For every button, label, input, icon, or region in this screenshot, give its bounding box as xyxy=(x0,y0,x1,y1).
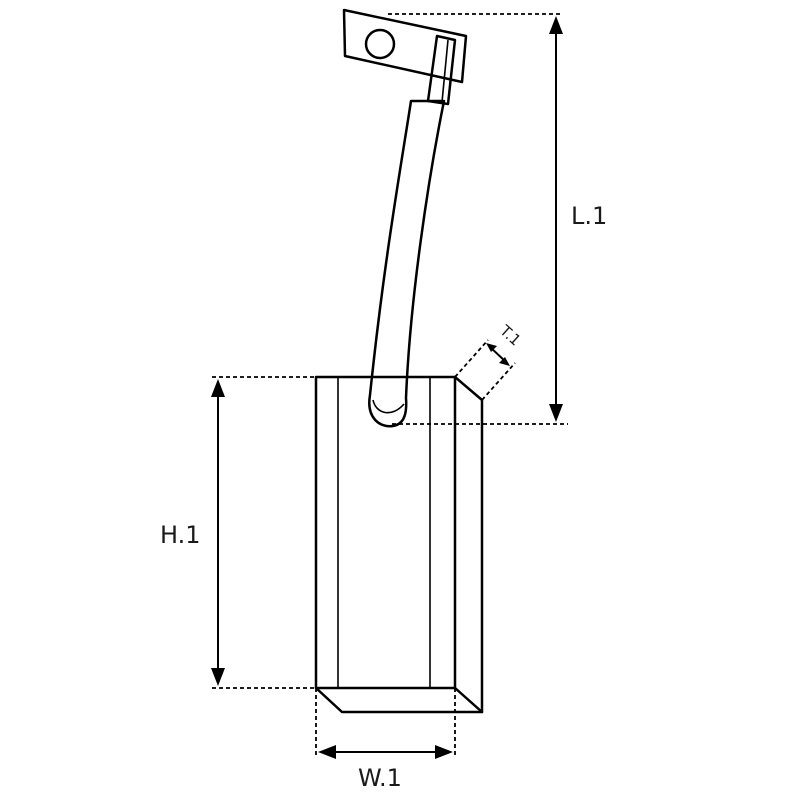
h1-label-bg xyxy=(156,514,208,550)
h1-arrow-bottom xyxy=(211,668,225,686)
dimension-w1: W.1 xyxy=(315,688,456,792)
l1-arrow-bottom xyxy=(549,404,563,422)
dimension-h1: H.1 xyxy=(156,376,316,689)
w1-label: W.1 xyxy=(358,764,402,792)
shunt-wire xyxy=(368,99,446,428)
brush-side-face xyxy=(453,375,484,714)
brush-bottom-face xyxy=(314,686,484,714)
t1-arrow-left xyxy=(486,343,497,352)
lug-crimp xyxy=(426,34,457,106)
lead-tube xyxy=(368,99,446,428)
lug-crimp-edge xyxy=(441,39,449,103)
h1-label: H.1 xyxy=(160,521,201,549)
t1-arrow-right xyxy=(499,357,510,366)
w1-arrow-left xyxy=(318,745,336,759)
t1-right-extension xyxy=(481,362,516,401)
h1-arrow-top xyxy=(211,379,225,397)
t1-left-extension xyxy=(454,339,489,378)
l1-label: L.1 xyxy=(571,202,607,230)
brush-front-face xyxy=(314,375,457,690)
lead-tip-curve xyxy=(372,399,405,414)
l1-label-bg xyxy=(568,196,618,232)
w1-arrow-right xyxy=(435,745,453,759)
dimension-l1: L.1 xyxy=(388,13,618,425)
lug-plate xyxy=(342,8,468,84)
t1-label: T.1 xyxy=(496,321,525,350)
dimension-t1: T.1 xyxy=(454,321,525,401)
terminal-lug xyxy=(342,8,468,106)
brush-block xyxy=(314,375,484,714)
lug-hole xyxy=(364,28,396,60)
l1-arrow-top xyxy=(549,16,563,34)
